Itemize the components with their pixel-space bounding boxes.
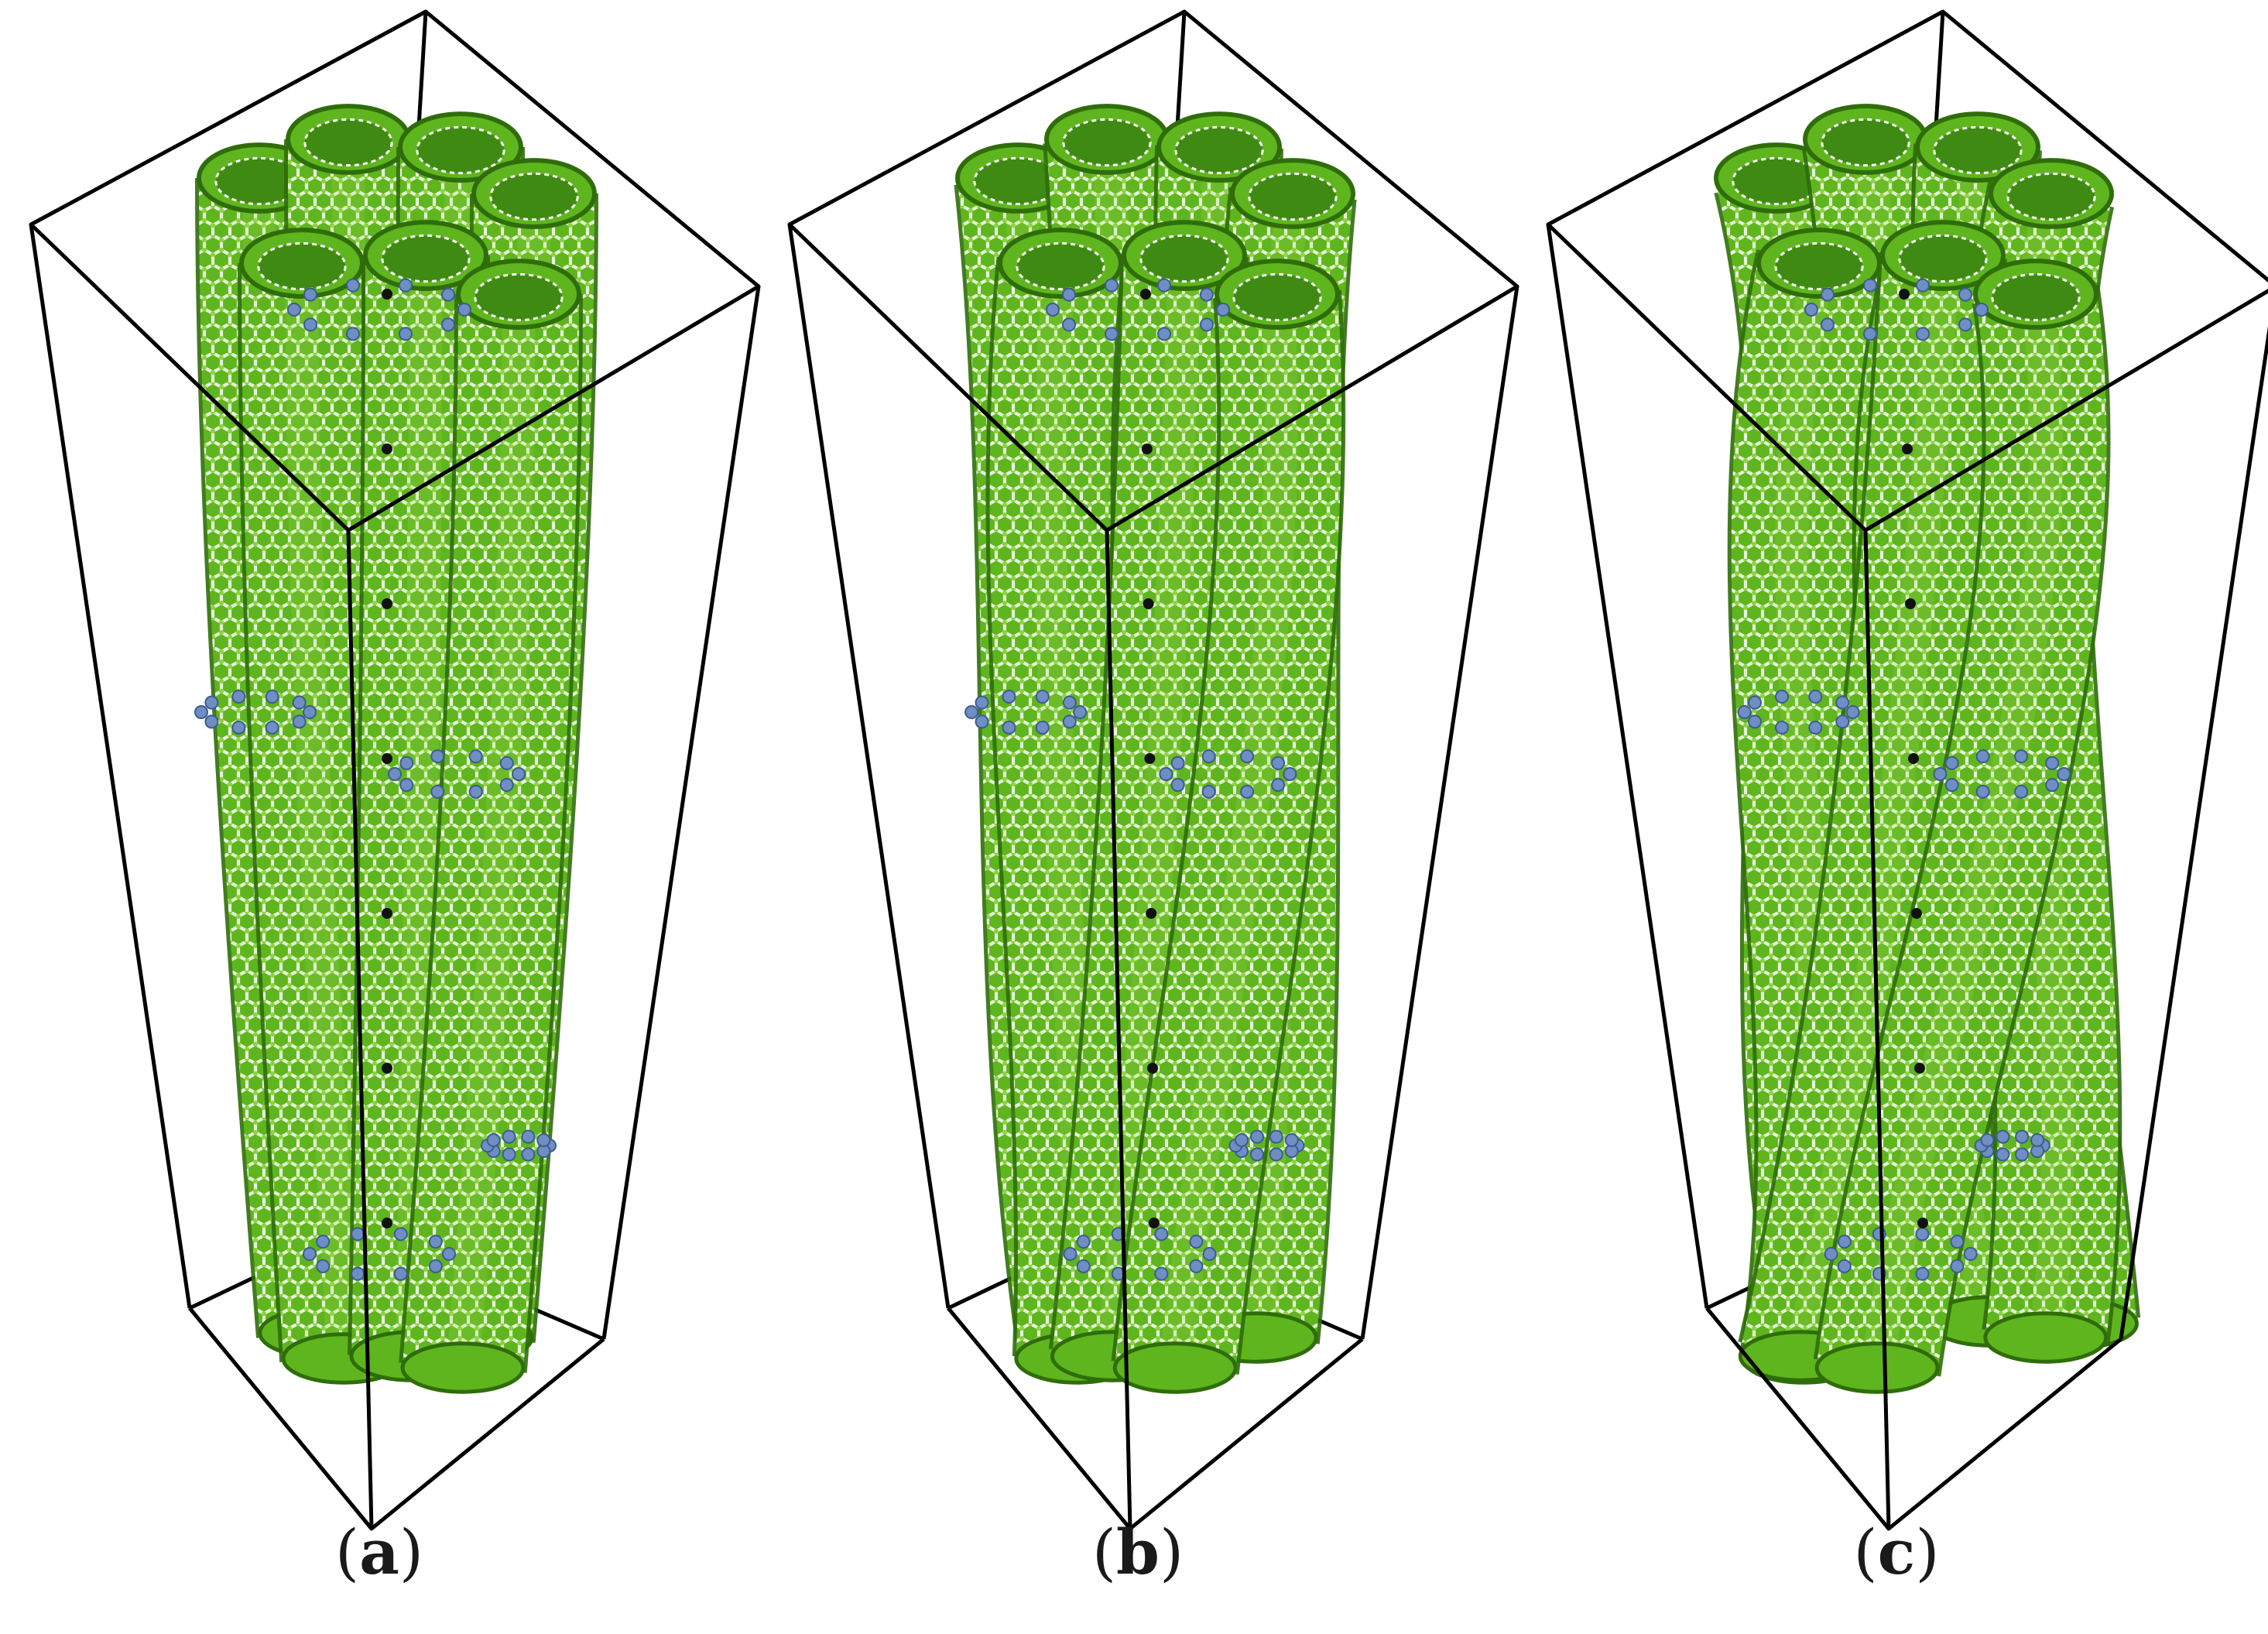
nanotube-bundle	[1714, 104, 2141, 1394]
panel-c	[1546, 9, 2268, 1531]
nanotube-bundle	[954, 104, 1357, 1394]
panel-c-caption: (c)	[1853, 1516, 1940, 1588]
panel-a-caption: (a)	[334, 1516, 424, 1588]
defect-atoms	[1737, 278, 2071, 1281]
panel-b-letter: b	[1116, 1516, 1160, 1588]
panel-a-letter: a	[359, 1516, 399, 1588]
simulation-box-front-edges	[29, 9, 761, 1531]
defect-atoms	[194, 278, 557, 1281]
panel-b-caption: (b)	[1091, 1516, 1184, 1588]
panel-c-letter: c	[1877, 1516, 1916, 1588]
nanotube	[238, 228, 408, 1385]
simulation-box-front-edges	[787, 9, 1519, 1531]
nanotube	[399, 259, 583, 1394]
nanotube	[1813, 259, 2111, 1394]
defect-atoms	[964, 278, 1305, 1281]
nanotube	[1738, 220, 2007, 1382]
panel-b	[787, 9, 1519, 1531]
simulation-box-front-edges	[1546, 9, 2268, 1531]
panel-a	[29, 9, 761, 1531]
nanotube	[1048, 220, 1249, 1382]
nanotube	[1111, 259, 1346, 1394]
nanotube-bundle	[195, 104, 598, 1394]
